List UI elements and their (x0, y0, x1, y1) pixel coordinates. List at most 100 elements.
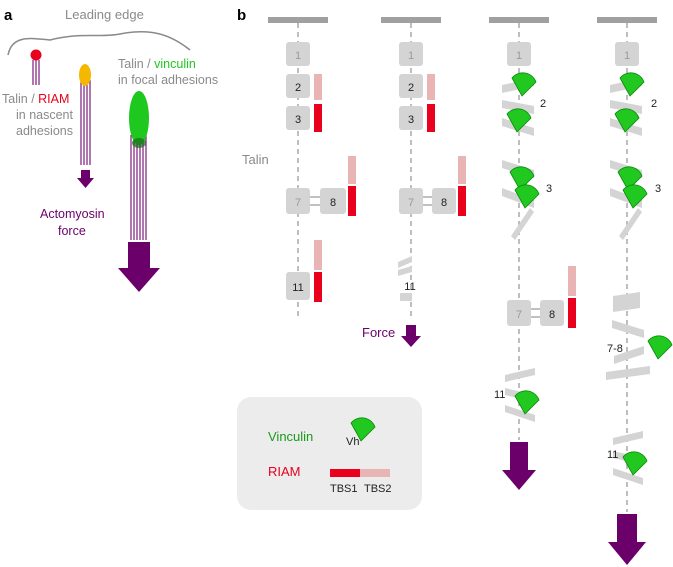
domain-8-label: 8 (441, 197, 447, 209)
membrane-bar (381, 17, 441, 23)
domain-8 (540, 300, 564, 326)
riam-tbs2 (568, 266, 576, 296)
nascent-caption-line1: Talin / RIAM (2, 92, 69, 106)
domain-1-label: 1 (516, 50, 522, 62)
nascent-talin-text: Talin (2, 92, 28, 106)
focal-caption-line2: in focal adhesions (118, 73, 218, 87)
legend-vinculin-label: Vinculin (268, 429, 313, 444)
unfolded-helix (613, 292, 640, 312)
riam-tbs1 (568, 298, 576, 328)
large-force-arrow (118, 242, 160, 292)
domain-2-label: 2 (408, 82, 414, 94)
force-arrow (401, 325, 421, 347)
legend-box (237, 397, 422, 510)
unfolded-helix (614, 346, 644, 364)
domain-7 (286, 188, 310, 214)
unfolded-helix (505, 368, 535, 382)
focal-vinculin-text: vinculin (154, 57, 196, 71)
legend-riam-label: RIAM (268, 464, 301, 479)
domain-3-label: 3 (655, 183, 661, 195)
domain-8 (432, 188, 456, 214)
riam-tbs2 (427, 74, 435, 100)
riam-tbs1 (458, 186, 466, 216)
legend-tbs2-label: TBS2 (364, 483, 392, 495)
panel-a-label: a (4, 7, 13, 24)
domain-1-label: 1 (408, 50, 414, 62)
domain-7 (399, 188, 423, 214)
domain-1-label: 1 (624, 50, 630, 62)
legend-vh-label: Vh (346, 436, 359, 448)
nascent-adhesion (30, 49, 42, 85)
legend-tbs1-bar (330, 469, 360, 477)
unfolded-helix (502, 100, 534, 114)
vinculin-head (511, 72, 537, 97)
domain-11-label: 11 (607, 449, 618, 461)
domain-2-label: 2 (295, 82, 301, 94)
focal-caption-line1: Talin / vinculin (118, 57, 196, 71)
domain-7-label: 7 (295, 197, 301, 209)
domain-8 (320, 188, 346, 214)
riam-tbs1 (314, 104, 322, 132)
domain-1 (507, 42, 531, 66)
riam-tbs2 (314, 240, 322, 270)
domain-7-label: 7 (516, 309, 522, 321)
talin-column-4: 1 2 3 7-8 11 (597, 17, 673, 565)
focal-talin-text: Talin / (118, 57, 154, 71)
riam-tbs1 (314, 272, 322, 302)
domain-3-label: 3 (408, 114, 414, 126)
intermediate-adhesion (77, 64, 94, 188)
unfolded-helix (619, 208, 642, 240)
unfolded-helix (505, 405, 535, 422)
force-arrow (502, 442, 536, 490)
unfolded-helix (613, 431, 643, 445)
talin-label: Talin (242, 152, 269, 167)
legend-tbs2-bar (360, 469, 390, 477)
force-arrow (608, 514, 646, 565)
membrane-bar (489, 17, 549, 23)
nascent-caption-line3: adhesions (16, 124, 73, 138)
domain-7-label: 7 (408, 197, 414, 209)
leading-edge-membrane (7, 31, 191, 56)
green-adhesion-blob (129, 91, 149, 145)
vinculin-head (622, 451, 648, 476)
riam-tbs2 (314, 74, 322, 100)
nascent-sep-text: / (28, 92, 38, 106)
domain-1 (399, 42, 423, 66)
domain-11-label: 11 (494, 389, 505, 401)
riam-tbs1 (427, 104, 435, 132)
riam-tbs2 (458, 156, 466, 184)
unfolded-helix (398, 266, 412, 276)
domain-3-label: 3 (546, 183, 552, 195)
domain-2 (399, 74, 423, 98)
unfolded-helix (400, 293, 412, 301)
domain-8-label: 8 (549, 309, 555, 321)
domain-7 (507, 300, 531, 326)
membrane-bar (268, 17, 328, 23)
legend: Vinculin Vh RIAM TBS1 TBS2 (237, 397, 422, 510)
panel-b-label: b (237, 7, 246, 24)
domain-11-label: 11 (292, 282, 303, 294)
domain-3-label: 3 (295, 114, 301, 126)
riam-dot (30, 49, 42, 61)
unfolded-helix (606, 366, 650, 380)
nascent-caption-line2: in nascent (16, 108, 74, 122)
domain-11-label: 11 (404, 281, 415, 293)
domain-2-label: 2 (651, 98, 657, 110)
talin-column-2: 1 2 3 7 8 11 Force (362, 17, 466, 347)
talin-column-3: 1 2 3 7 8 11 (489, 17, 576, 490)
unfolded-helix (511, 208, 534, 240)
vinculin-head (647, 335, 673, 360)
riam-tbs2 (348, 156, 356, 184)
unfolded-helix (612, 320, 644, 338)
domain-2-label: 2 (540, 98, 546, 110)
domain-3 (286, 106, 310, 130)
focal-adhesion (118, 91, 160, 292)
membrane-bar (597, 17, 657, 23)
yellow-adhesion-blob (79, 64, 91, 86)
vinculin-head (619, 72, 645, 97)
legend-tbs1-label: TBS1 (330, 483, 358, 495)
unfolded-helix (613, 468, 643, 485)
unfolded-helix (610, 100, 642, 114)
nascent-riam-text: RIAM (38, 92, 69, 106)
